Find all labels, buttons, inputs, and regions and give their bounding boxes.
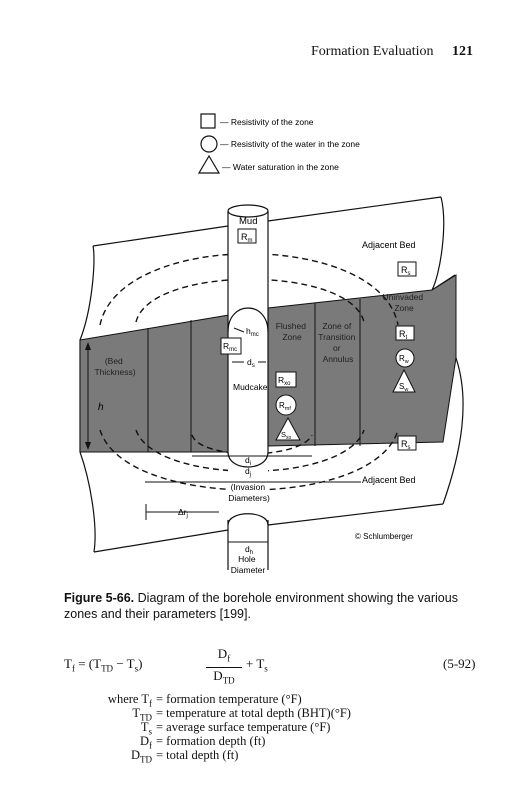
running-title: Formation Evaluation <box>311 44 434 59</box>
rmc-label: Rmc <box>223 341 237 353</box>
h-label: h <box>98 402 104 413</box>
page-header: Formation Evaluation 121 <box>0 44 529 64</box>
rt-label: Rt <box>399 329 408 341</box>
mud-label: Mud <box>239 216 257 227</box>
delta-rj-label: Δrj <box>178 507 188 519</box>
uninvaded-zone-label: Uninvaded Zone <box>382 292 425 313</box>
rs-bottom-label: Rs <box>401 439 411 451</box>
legend-label-circle: — Resistivity of the water in the zone <box>220 139 360 149</box>
equation-lhs: Tf = (TTD − Ts) <box>64 656 143 674</box>
variable-definitions: where Tf= formation temperature (°F) TTD… <box>64 692 364 765</box>
arrow-up-icon <box>85 342 91 350</box>
rxo-label: Rxo <box>278 375 291 387</box>
figure-caption: Figure 5-66. Diagram of the borehole env… <box>64 590 464 622</box>
rs-square-icon <box>397 261 417 277</box>
page-number: 121 <box>452 44 473 59</box>
rmf-circle-icon <box>275 394 297 416</box>
flushed-zone-label: Flushed Zone <box>276 321 309 342</box>
di-label: di <box>245 455 251 467</box>
bed-shaded-right <box>267 274 457 447</box>
hole-diameter-label: Hole Diameter <box>231 554 266 575</box>
hmc-line <box>233 327 245 333</box>
legend-square-icon <box>200 113 216 129</box>
transition-zone-label: Zone of Transition or Annulus <box>318 321 357 364</box>
definition-row: DTD= total depth (ft) <box>130 748 239 765</box>
rw-circle-icon <box>395 348 415 368</box>
figure-caption-text: Diagram of the borehole environment show… <box>64 591 458 621</box>
borehole-diagram: — Resistivity of the zone — Resistivity … <box>79 113 464 575</box>
dj-label: dj <box>245 466 251 478</box>
definition-row: where Tf= formation temperature (°F) <box>107 692 302 709</box>
definition-row: Df= formation depth (ft) <box>139 734 266 751</box>
legend-circle-icon <box>200 135 218 153</box>
ds-label: ds <box>247 357 255 369</box>
rmf-label: Rmf <box>279 401 291 412</box>
figure-label: Figure 5-66. <box>64 591 135 605</box>
bed-shaded-left <box>79 314 230 453</box>
equation-number: (5-92) <box>443 656 476 671</box>
legend-label-square: — Resistivity of the zone <box>220 117 314 127</box>
definition-row: Ts= average surface temperature (°F) <box>140 720 331 737</box>
zone-dividers <box>147 299 361 452</box>
mudcake-label: Mudcake <box>233 382 268 392</box>
diameter-lines <box>145 455 361 543</box>
legend-triangle-icon <box>197 154 221 174</box>
copyright-label: © Schlumberger <box>355 532 413 541</box>
equation-fraction: Df DTD <box>206 646 242 688</box>
equation-rhs: + Ts <box>246 656 268 674</box>
sw-label: Sw <box>399 382 408 393</box>
adjacent-bed-bottom-label: Adjacent Bed <box>362 475 416 485</box>
definition-row: TTD= temperature at total depth (BHT)(°F… <box>132 706 351 723</box>
rs-bottom-square-icon <box>397 435 417 451</box>
sxo-label: Sxo <box>281 430 292 441</box>
rm-square-icon <box>237 228 257 244</box>
rw-label: Rw <box>399 354 409 365</box>
rm-label: Rm <box>241 232 253 244</box>
dh-label: dh <box>245 544 253 556</box>
legend-label-triangle: — Water saturation in the zone <box>222 162 339 172</box>
rt-square-icon <box>395 325 415 341</box>
rxo-square-icon <box>275 371 297 388</box>
adjacent-bed-top-label: Adjacent Bed <box>362 240 416 250</box>
bed-thickness-label: (Bed Thickness) <box>94 356 135 377</box>
rs-label: Rs <box>401 265 411 277</box>
equation-5-92: Tf = (TTD − Ts) Df DTD + Ts (5-92) <box>64 646 494 685</box>
legend: — Resistivity of the zone — Resistivity … <box>197 113 360 174</box>
arrow-down-icon <box>85 442 91 450</box>
sw-triangle-icon <box>392 368 416 393</box>
sxo-triangle-icon <box>275 416 301 441</box>
borehole <box>227 204 269 570</box>
invasion-diameters-label: (Invasion Diameters) <box>228 482 270 503</box>
hmc-label: hmc <box>246 326 259 338</box>
rmc-square-icon <box>220 337 242 355</box>
